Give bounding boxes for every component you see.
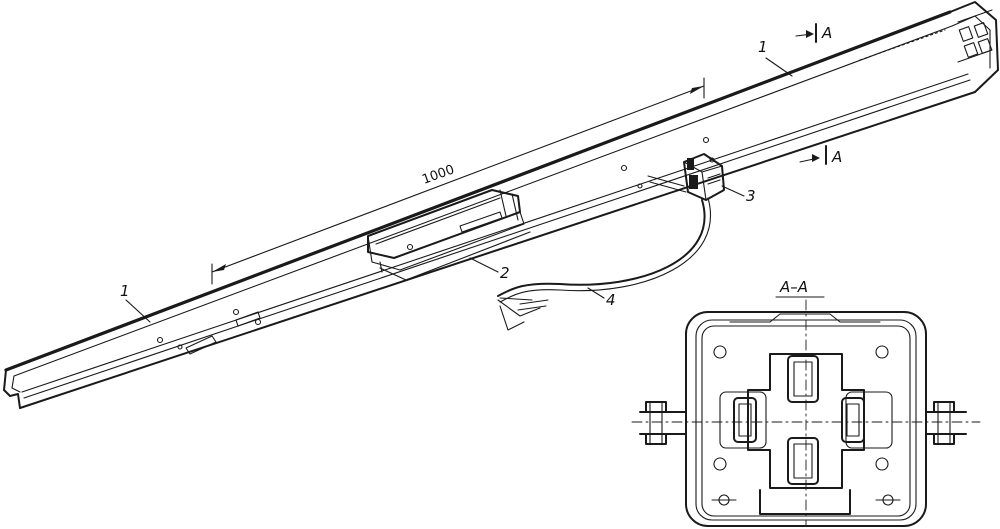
- label-part-1-left: 1: [120, 282, 130, 300]
- dimension-value: 1000: [420, 162, 456, 187]
- section-arrow-bottom: [799, 145, 827, 165]
- label-part-1-right: 1: [758, 38, 768, 56]
- section-title: A–A: [779, 278, 808, 296]
- dimension-line: [211, 77, 705, 285]
- trunking-body: [3, 1, 999, 409]
- tap-off-box: [647, 153, 725, 201]
- section-arrow-top: [795, 23, 817, 43]
- label-part-4: 4: [606, 291, 616, 309]
- label-part-3: 3: [746, 187, 756, 205]
- cable: [497, 197, 711, 331]
- joint-coupling: [367, 189, 531, 281]
- section-mark-top: A: [821, 24, 832, 42]
- section-view: [631, 296, 981, 527]
- section-mark-bottom: A: [831, 148, 842, 166]
- label-part-2: 2: [500, 264, 510, 282]
